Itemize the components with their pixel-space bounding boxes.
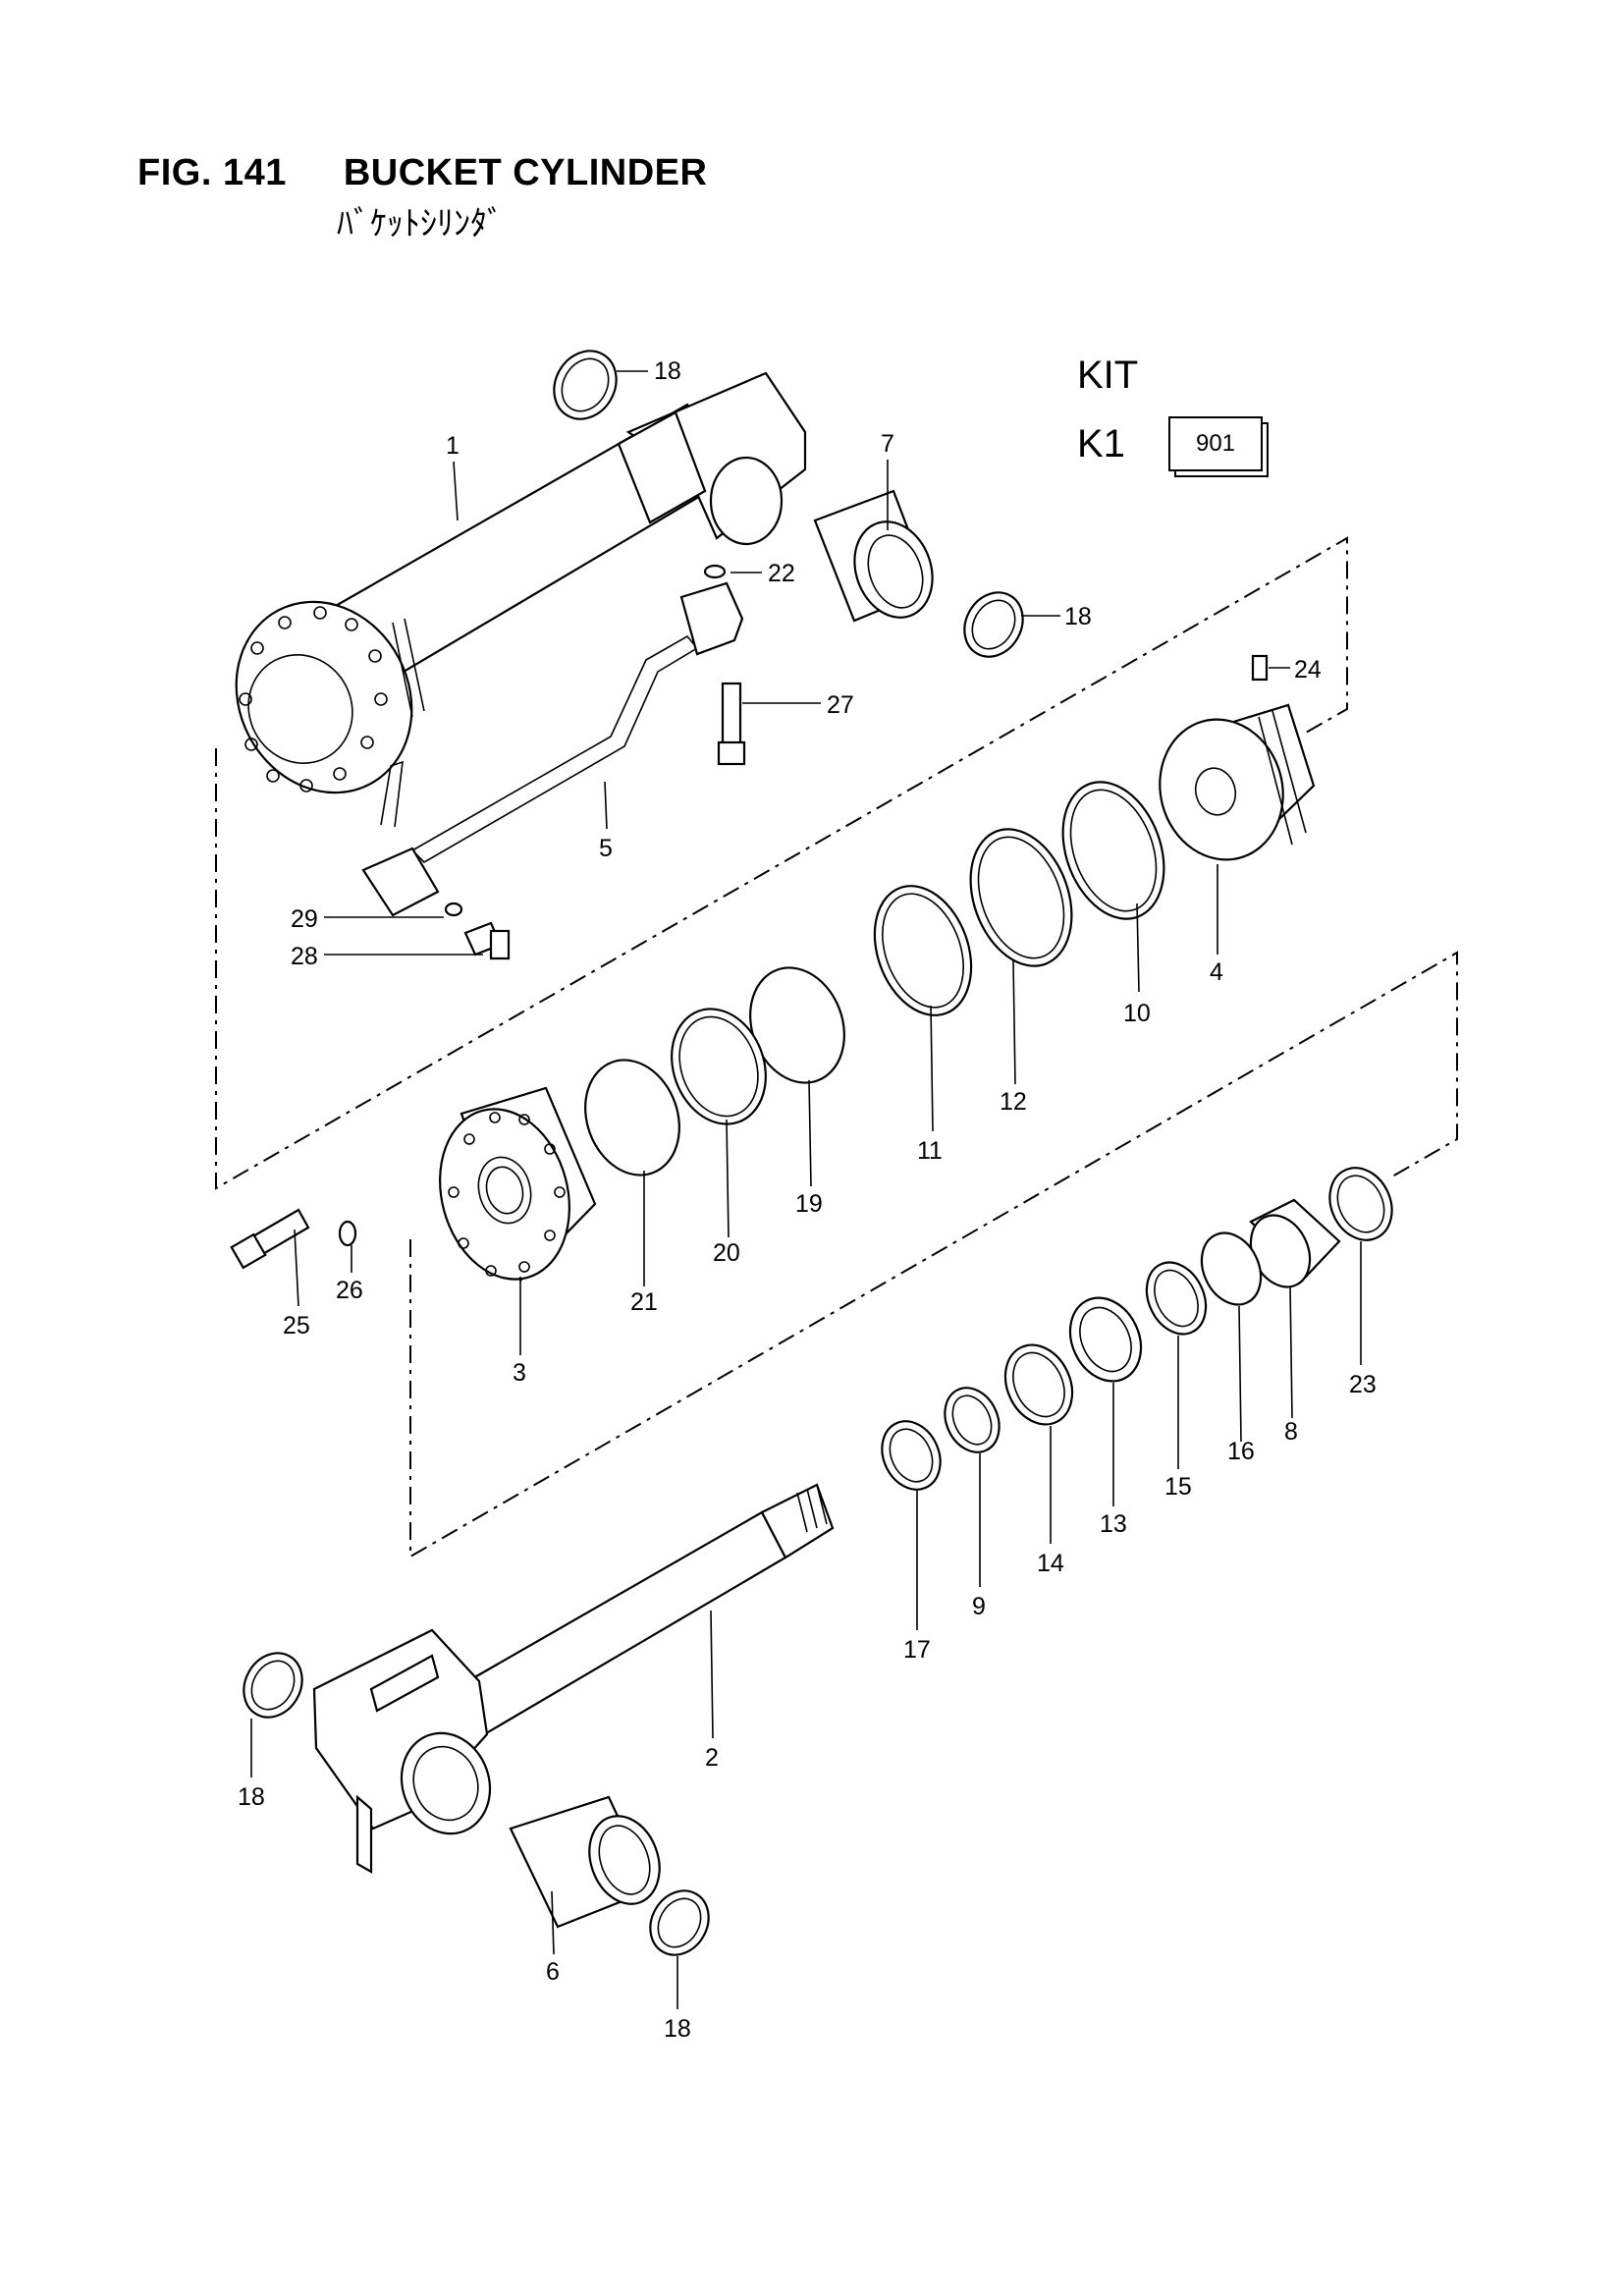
callout-numbers: 1 2 3 4 5 6 7 8 9 10 11 12 13 14 15 16 1… [238, 357, 1377, 2043]
part-20-o-ring[interactable] [656, 996, 781, 1137]
part-3-cylinder-head[interactable] [421, 1086, 597, 1294]
part-2-piston-rod[interactable] [312, 1483, 835, 1874]
part-1-cylinder-tube[interactable] [203, 371, 807, 824]
figure-subtitle: ﾊﾞｹｯﾄｼﾘﾝﾀﾞ [337, 204, 504, 244]
leader-lines [250, 370, 1362, 2009]
callout-27[interactable]: 27 [827, 691, 854, 719]
flange-bolt-holes [239, 606, 388, 793]
callout-29[interactable]: 29 [291, 905, 318, 933]
callout-25[interactable]: 25 [283, 1312, 310, 1339]
callout-16[interactable]: 16 [1227, 1438, 1255, 1465]
part-13-seal[interactable] [1057, 1286, 1155, 1393]
figure-name: BUCKET CYLINDER [343, 152, 708, 193]
callout-5[interactable]: 5 [599, 835, 613, 862]
callout-2[interactable]: 2 [705, 1744, 719, 1772]
part-12-ring[interactable] [952, 815, 1089, 980]
part-28-bolt[interactable] [463, 921, 511, 960]
callout-1[interactable]: 1 [446, 432, 460, 460]
callout-10[interactable]: 10 [1123, 1000, 1151, 1027]
part-6-bushing[interactable] [509, 1795, 672, 1929]
callout-18-right[interactable]: 18 [1064, 603, 1092, 630]
part-26-washer[interactable] [338, 1220, 357, 1247]
kit-label: KIT [1077, 354, 1139, 397]
part-18-seal-rod-right[interactable] [639, 1881, 720, 1966]
part-9-seal[interactable] [935, 1379, 1009, 1461]
part-16-ring[interactable] [1191, 1224, 1272, 1315]
part-18-seal-right[interactable] [953, 582, 1034, 668]
callout-28[interactable]: 28 [291, 943, 318, 970]
part-14-ring[interactable] [993, 1334, 1085, 1435]
callout-15[interactable]: 15 [1164, 1473, 1192, 1501]
callout-13[interactable]: 13 [1100, 1510, 1127, 1538]
callout-3[interactable]: 3 [513, 1359, 526, 1387]
callout-18-top[interactable]: 18 [654, 357, 681, 385]
callout-18-rod-right[interactable]: 18 [664, 2015, 691, 2043]
part-22-o-ring[interactable] [703, 564, 727, 579]
part-7-bushing[interactable] [813, 489, 946, 629]
callout-7[interactable]: 7 [881, 430, 894, 458]
part-23-ring[interactable] [1319, 1158, 1403, 1250]
callout-22[interactable]: 22 [768, 560, 795, 587]
callout-4[interactable]: 4 [1210, 958, 1223, 986]
callout-26[interactable]: 26 [336, 1277, 363, 1304]
callout-8[interactable]: 8 [1284, 1418, 1298, 1446]
part-21-backup-ring[interactable] [569, 1047, 694, 1188]
callout-14[interactable]: 14 [1037, 1550, 1064, 1577]
part-5-pipe[interactable] [380, 634, 699, 864]
part-15-seal[interactable] [1136, 1253, 1217, 1344]
callout-21[interactable]: 21 [630, 1288, 658, 1316]
part-27-bolt[interactable] [679, 581, 746, 766]
pipe-block [361, 847, 440, 917]
callout-11[interactable]: 11 [917, 1137, 943, 1165]
callout-20[interactable]: 20 [713, 1239, 740, 1267]
figure-number: FIG. 141 [137, 152, 287, 193]
callout-19[interactable]: 19 [795, 1190, 823, 1218]
part-4-piston[interactable] [1144, 703, 1316, 874]
part-18-seal-top[interactable] [542, 340, 628, 430]
callout-24[interactable]: 24 [1294, 656, 1322, 683]
part-25-bolt[interactable] [230, 1208, 310, 1270]
callout-18-rod-left[interactable]: 18 [238, 1783, 265, 1811]
kit-number-box[interactable]: 901 [1168, 416, 1263, 471]
callout-6[interactable]: 6 [546, 1958, 560, 1986]
part-11-ring[interactable] [858, 872, 989, 1028]
part-17-ring[interactable] [871, 1412, 950, 1500]
callout-12[interactable]: 12 [1000, 1088, 1027, 1116]
assembly-line-upper [215, 536, 1348, 1190]
callout-23[interactable]: 23 [1349, 1371, 1377, 1398]
callout-9[interactable]: 9 [972, 1593, 986, 1620]
callout-17[interactable]: 17 [903, 1636, 931, 1664]
kit-code: K1 [1077, 422, 1125, 465]
assembly-line-lower [409, 951, 1458, 1558]
part-29-washer[interactable] [444, 902, 463, 917]
part-18-seal-rod-left[interactable] [233, 1643, 313, 1728]
part-8-bushing[interactable] [1240, 1198, 1341, 1296]
part-24-plug[interactable] [1251, 654, 1269, 682]
figure-title: FIG. 141 BUCKET CYLINDER [137, 152, 707, 194]
